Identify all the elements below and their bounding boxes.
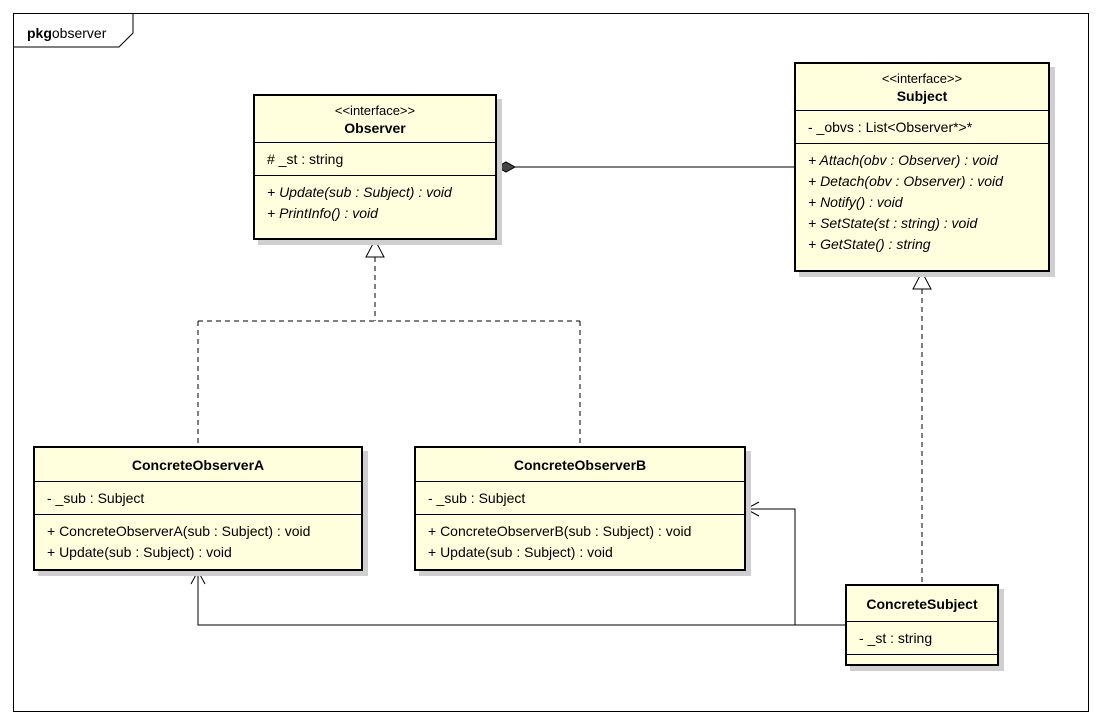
class-header: ConcreteSubject — [847, 586, 997, 622]
class-name: ConcreteSubject — [866, 596, 978, 612]
stereotype: <<interface>> — [334, 103, 416, 118]
class-concrete-subject[interactable]: ConcreteSubject - _st : string — [845, 584, 999, 666]
attributes-section: - _sub : Subject — [35, 482, 361, 515]
attributes-section: - _obvs : List<Observer*>* — [796, 111, 1048, 144]
class-concrete-observer-a[interactable]: ConcreteObserverA - _sub : Subject + Con… — [33, 446, 363, 571]
package-frame — [13, 13, 1089, 712]
class-name: ConcreteObserverA — [131, 457, 265, 473]
package-name: observer — [51, 25, 107, 41]
attribute: - _sub : Subject — [428, 490, 526, 506]
attribute: - _st : string — [859, 630, 933, 646]
class-name: ConcreteObserverB — [513, 457, 647, 473]
operations-section: + ConcreteObserverB(sub : Subject) : voi… — [416, 515, 744, 568]
operations-section: + Update(sub : Subject) : void + PrintIn… — [255, 176, 495, 229]
class-observer[interactable]: <<interface>> Observer # _st : string + … — [253, 94, 497, 240]
operation: + Update(sub : Subject) : void — [428, 544, 613, 560]
realization-arrowhead-subject — [912, 270, 932, 290]
attribute: - _sub : Subject — [47, 490, 145, 506]
operation: + ConcreteObserverA(sub : Subject) : voi… — [47, 523, 311, 539]
package-keyword: pkg — [27, 25, 52, 41]
attributes-section: # _st : string — [255, 143, 495, 176]
operation: + ConcreteObserverB(sub : Subject) : voi… — [428, 523, 692, 539]
composition-diamond — [495, 161, 517, 173]
attribute: # _st : string — [267, 151, 344, 167]
operation: + Attach(obv : Observer) : void — [808, 152, 998, 168]
class-header: ConcreteObserverB — [416, 448, 744, 482]
operation: + Update(sub : Subject) : void — [267, 184, 452, 200]
class-header: <<interface>> Subject — [796, 64, 1048, 111]
association-line-a — [197, 571, 846, 626]
class-subject[interactable]: <<interface>> Subject - _obvs : List<Obs… — [794, 62, 1050, 272]
operations-section: + Attach(obv : Observer) : void + Detach… — [796, 144, 1048, 260]
class-name: Observer — [344, 120, 406, 136]
operation: + Detach(obv : Observer) : void — [808, 173, 1003, 189]
operations-section — [847, 655, 997, 663]
class-concrete-observer-b[interactable]: ConcreteObserverB - _sub : Subject + Con… — [414, 446, 746, 571]
operations-section: + ConcreteObserverA(sub : Subject) : voi… — [35, 515, 361, 568]
package-tab — [13, 13, 134, 48]
operation: + SetState(st : string) : void — [808, 215, 978, 231]
association-arrowhead-b — [744, 501, 760, 517]
association-arrowhead-a — [190, 569, 206, 585]
operation: + GetState() : string — [808, 236, 931, 252]
attribute: - _obvs : List<Observer*>* — [808, 119, 973, 135]
class-name: Subject — [896, 88, 948, 104]
attributes-section: - _st : string — [847, 622, 997, 655]
realization-arrowhead-observer — [365, 238, 385, 258]
operation: + Notify() : void — [808, 194, 903, 210]
attributes-section: - _sub : Subject — [416, 482, 744, 515]
association-line-b — [746, 508, 846, 626]
package-label: pkgobserver — [27, 24, 106, 42]
operation: + PrintInfo() : void — [267, 205, 378, 221]
stereotype: <<interface>> — [881, 71, 963, 86]
class-header: ConcreteObserverA — [35, 448, 361, 482]
operation: + Update(sub : Subject) : void — [47, 544, 232, 560]
class-header: <<interface>> Observer — [255, 96, 495, 143]
